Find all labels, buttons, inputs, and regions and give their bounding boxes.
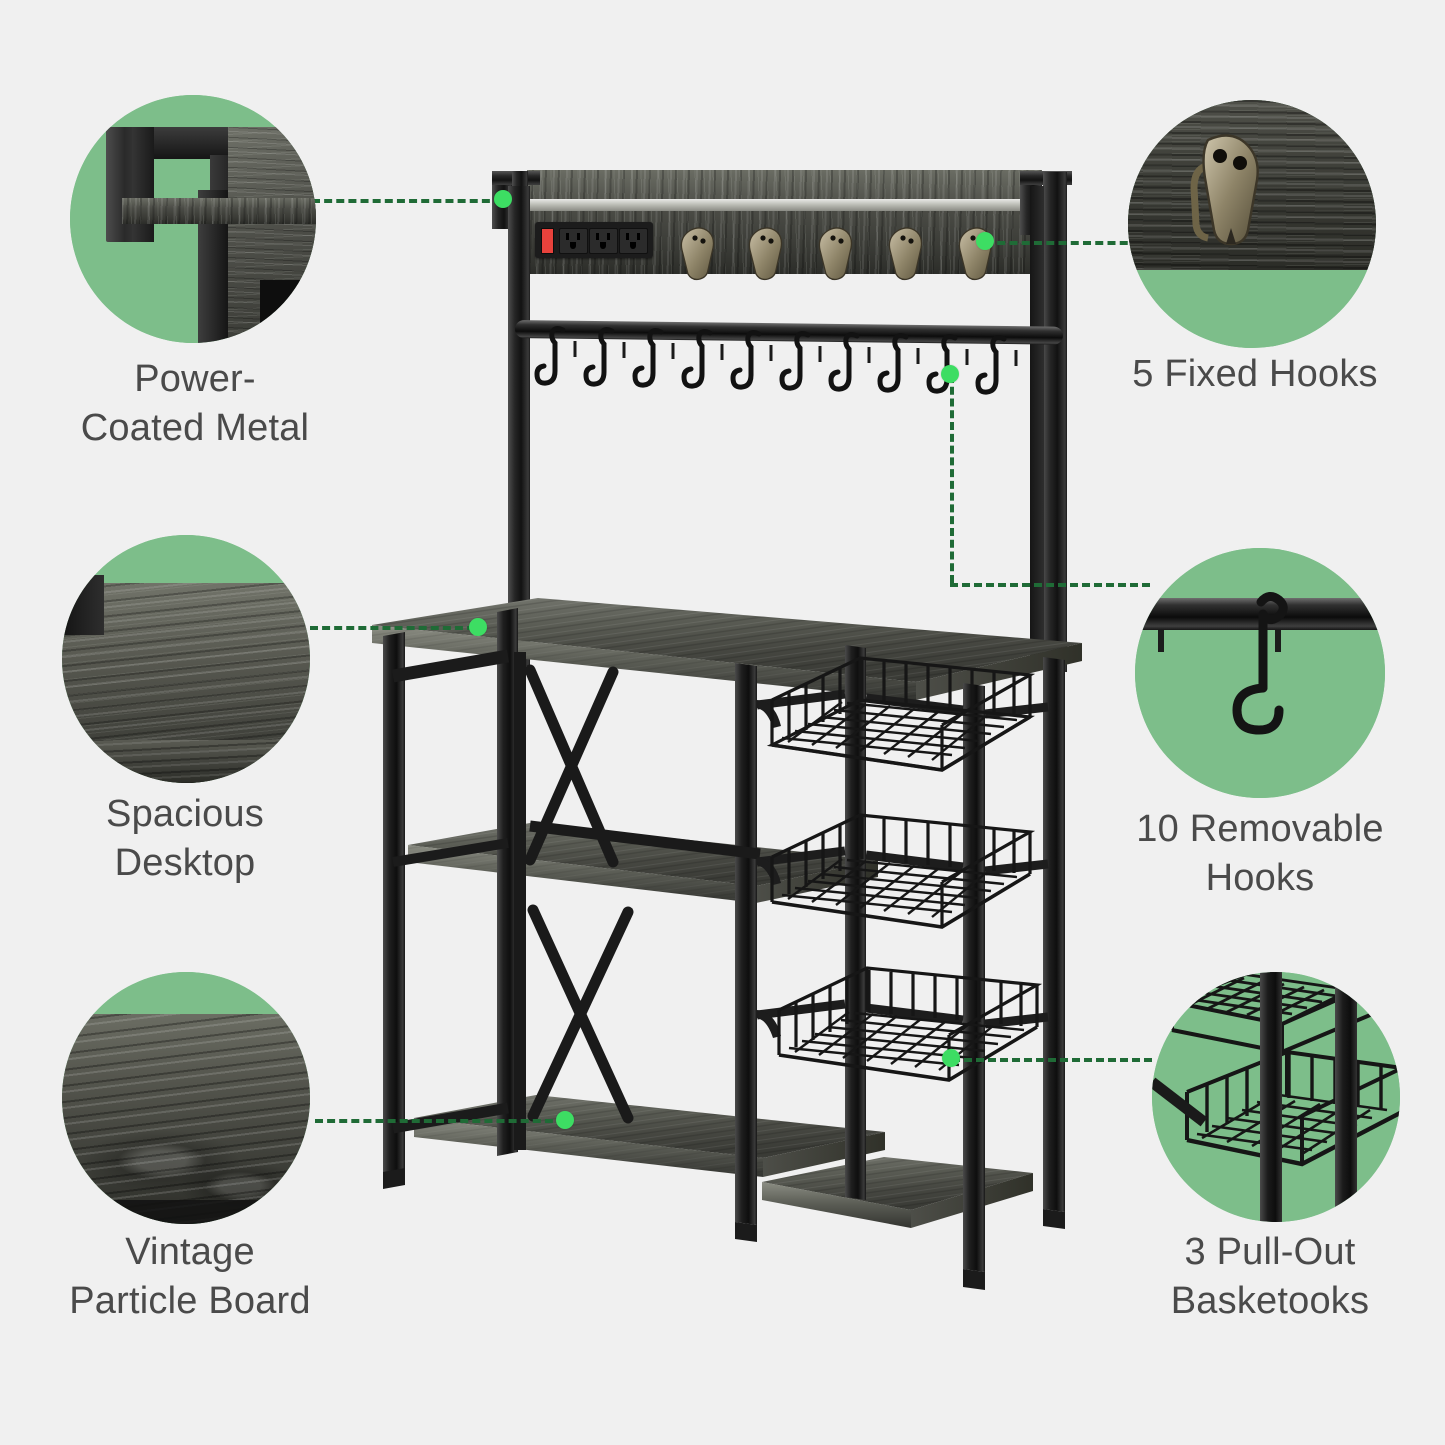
outlet-icon[interactable] xyxy=(589,228,618,254)
brace-cross-mid xyxy=(529,820,761,860)
frame-post-front-left xyxy=(383,632,405,1189)
metal-bracket-closeup-icon xyxy=(70,95,316,343)
power-strip[interactable] xyxy=(535,222,653,258)
pull-out-basket xyxy=(777,966,1043,1082)
callout-caption-ten-removable-hooks: 10 Removable Hooks xyxy=(1136,808,1384,899)
frame-post-back-left xyxy=(497,608,518,1156)
hutch-upright-right xyxy=(1043,172,1067,672)
callout-circle-three-pull-out-baskets xyxy=(1152,972,1400,1222)
callout-caption-spacious-desktop: Spacious Desktop xyxy=(106,793,264,884)
connector-line-three-pull-out-baskets xyxy=(952,1058,1152,1062)
connector-dot-ten-removable-hooks xyxy=(941,365,959,383)
x-brace-lower xyxy=(527,904,634,1124)
bottom-shelf xyxy=(414,1095,885,1177)
connector-dot-three-pull-out-baskets xyxy=(942,1049,960,1067)
callout-circle-five-fixed-hooks xyxy=(1128,100,1376,348)
x-brace-upper xyxy=(524,664,619,868)
outlet-icon[interactable] xyxy=(619,228,648,254)
s-hook-icon xyxy=(877,333,909,393)
callout-caption-power-coated-metal: Power- Coated Metal xyxy=(80,358,310,449)
pull-out-basket xyxy=(770,813,1036,929)
callout-circle-power-coated-metal xyxy=(70,95,316,343)
connector-line-power-coated-metal xyxy=(312,199,502,203)
bottom-right-shelf xyxy=(762,1157,1033,1228)
frame-post-right-front xyxy=(963,683,985,1290)
callout-circle-ten-removable-hooks xyxy=(1135,548,1385,798)
left-side-rails xyxy=(391,649,510,1134)
callout-circle-spacious-desktop xyxy=(62,535,310,783)
fixed-hook-closeup-icon xyxy=(1128,100,1376,270)
connector-dot-power-coated-metal xyxy=(494,190,512,208)
s-hook-icon xyxy=(779,331,811,391)
basket-guide-rails xyxy=(756,689,1049,1029)
hutch-upright-left xyxy=(508,186,530,666)
callout-caption-three-pull-out-baskets: 3 Pull-Out Basketooks xyxy=(1170,1231,1370,1322)
s-hook-icon xyxy=(975,335,1007,395)
s-hook-on-rail-closeup-icon xyxy=(1135,592,1385,735)
connector-dot-five-fixed-hooks xyxy=(976,232,994,250)
callout-circle-vintage-particle-board xyxy=(62,972,310,1224)
power-switch-icon[interactable] xyxy=(541,228,554,254)
wire-baskets-closeup-icon xyxy=(1152,972,1400,1222)
frame-post-middle-front xyxy=(735,663,757,1242)
callout-caption-vintage-particle-board: Vintage Particle Board xyxy=(69,1231,311,1322)
outlet-icon[interactable] xyxy=(559,228,588,254)
callout-caption-five-fixed-hooks: 5 Fixed Hooks xyxy=(1132,353,1378,395)
pull-out-basket xyxy=(766,656,1036,772)
connector-line-ten-removable-hooks-vertical xyxy=(950,375,954,583)
s-hook-icon xyxy=(828,332,860,392)
frame-post-right-back xyxy=(1043,657,1065,1229)
s-hook-rail xyxy=(514,320,1064,345)
desktop-shelf xyxy=(372,598,1082,700)
frame-post-middle-back xyxy=(845,645,866,1200)
connector-line-ten-removable-hooks-horizontal xyxy=(950,583,1150,587)
middle-shelf xyxy=(408,823,878,903)
hutch-upright-right-back xyxy=(1030,186,1044,656)
particle-board-grain-closeup-icon xyxy=(62,1014,310,1224)
top-hang-rail xyxy=(492,199,1052,211)
connector-line-spacious-desktop xyxy=(310,626,475,630)
connector-line-five-fixed-hooks xyxy=(985,241,1140,245)
connector-dot-spacious-desktop xyxy=(469,618,487,636)
basket-gussets xyxy=(757,700,781,1038)
connector-dot-vintage-particle-board xyxy=(556,1111,574,1129)
connector-line-vintage-particle-board xyxy=(315,1119,565,1123)
